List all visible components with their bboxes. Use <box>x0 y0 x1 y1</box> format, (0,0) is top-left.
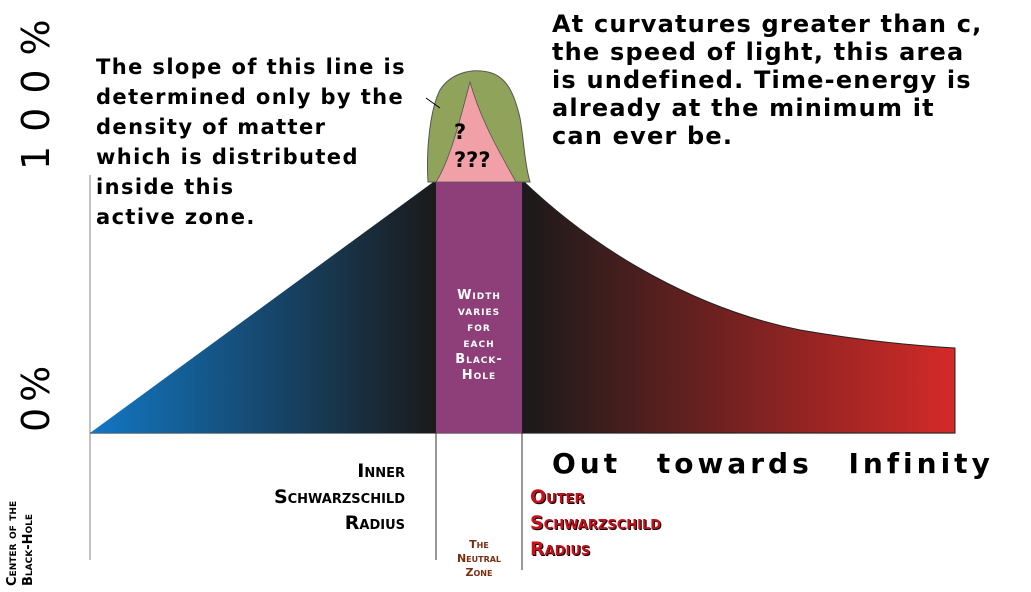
top-note-line: the speed of light, this area <box>552 38 965 66</box>
slope-pointer <box>425 97 441 109</box>
width-varies-line-text: varies <box>457 304 501 319</box>
outer-radius-label: Outer Schwarzschild Radius <box>530 484 661 562</box>
neutral-zone-line-text: Zone <box>465 566 493 579</box>
center-label-line: Center of the <box>5 500 20 586</box>
slope-note-line: The slope of this line is <box>96 55 407 79</box>
center-label: Center of the Black-Hole <box>5 501 37 586</box>
neutral-zone-line-text: Neutral <box>456 552 502 565</box>
y-label-top: 100% <box>14 5 58 170</box>
undefined-peak-pink <box>435 80 517 183</box>
slope-note-line: density of matter <box>96 115 327 139</box>
inner-radius-line-text: Schwarzschild <box>273 486 405 508</box>
outer-radius-line-text: Outer <box>530 486 585 508</box>
inner-radius-label: Inner Schwarzschild Radius <box>200 458 405 536</box>
top-note-line: is undefined. Time-energy is <box>552 66 972 94</box>
width-varies-line-text: each <box>463 336 495 351</box>
neutral-zone-line-text: The <box>469 538 489 551</box>
neutral-zone-column <box>436 180 522 433</box>
width-varies-line-text: Black- <box>455 352 503 367</box>
y-label-bottom: 0% <box>14 359 58 432</box>
slope-note-line: determined only by the <box>96 85 405 109</box>
top-note-line: At curvatures greater than c, <box>552 10 983 38</box>
top-note-line: already at the minimum it <box>552 94 935 122</box>
slope-annotation: The slope of this line is determined onl… <box>96 52 406 232</box>
inner-zone-area <box>90 180 436 433</box>
slope-note-line: active zone. <box>96 205 256 229</box>
slope-note-line: which is distributed <box>96 145 359 169</box>
neutral-zone-label: The Neutral Zone <box>436 538 522 580</box>
outer-radius-line-text: Schwarzschild <box>530 512 662 534</box>
width-varies-line-text: Hole <box>461 368 497 383</box>
undefined-area-annotation: At curvatures greater than c, the speed … <box>552 10 982 150</box>
width-varies-line-text: for <box>467 320 491 335</box>
outer-radius-line-text: Radius <box>530 538 591 560</box>
inner-radius-line-text: Radius <box>344 512 405 534</box>
outer-zone-area <box>521 178 956 434</box>
question-mark-single: ? <box>454 120 467 144</box>
undefined-question-marks: ? ??? <box>440 118 500 174</box>
slope-note-line: inside this <box>96 175 235 199</box>
width-varies-line-text: Width <box>457 288 501 303</box>
inner-radius-line-text: Inner <box>357 460 405 482</box>
infinity-label: Out towards Infinity <box>552 447 994 480</box>
question-mark-triple: ??? <box>454 148 491 172</box>
width-varies-label: Width varies for each Black- Hole <box>436 288 522 384</box>
top-note-line: can ever be. <box>552 122 734 150</box>
center-label-line: Black-Hole <box>21 514 36 586</box>
